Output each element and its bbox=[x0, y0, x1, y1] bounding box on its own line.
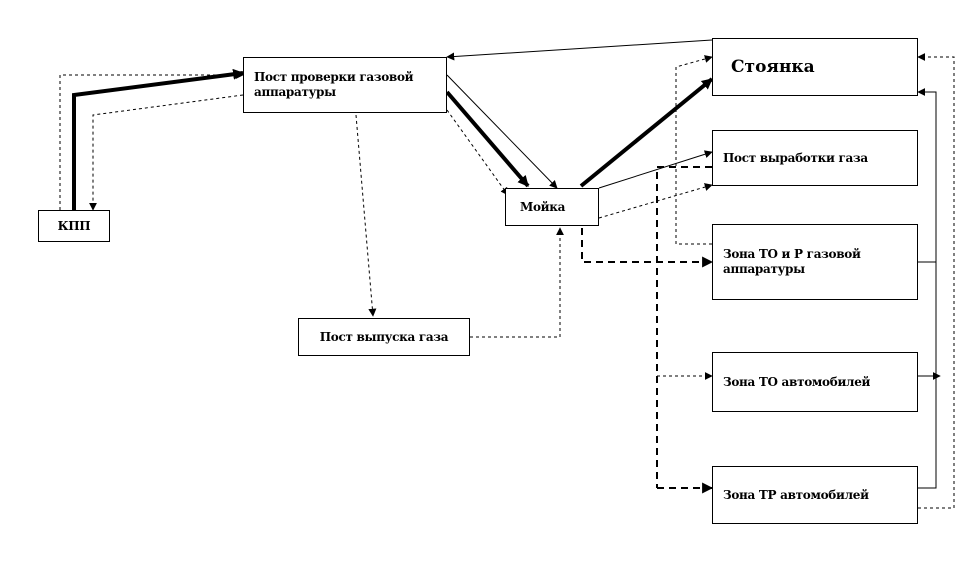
edge-zone-gas-to-parking bbox=[675, 55, 713, 245]
edge-zone-tr-to-parking-dashed bbox=[917, 53, 955, 509]
edge-kpp-to-gas-check-dashed bbox=[59, 71, 244, 210]
node-kpp-label: КПП bbox=[57, 218, 91, 233]
edge-gas-depletion-bus bbox=[656, 166, 712, 488]
edge-washing-to-gas-depletion bbox=[598, 150, 713, 189]
edge-right-bus-solid bbox=[917, 88, 937, 263]
edge-parking-to-gas-check bbox=[446, 39, 713, 61]
node-gas-depletion-label: Пост выработки газа bbox=[723, 150, 868, 165]
node-zone-to-auto: Зона ТО автомобилей bbox=[712, 352, 918, 412]
edge-washing-to-gas-depletion-dashed bbox=[598, 183, 713, 219]
node-parking-label: Стоянка bbox=[731, 56, 815, 77]
node-zone-to-tr-gas: Зона ТО и Р газовой аппаратуры bbox=[712, 224, 918, 300]
edge-gas-check-return-dashed bbox=[89, 94, 244, 211]
edge-washing-to-zone-to-tr-gas bbox=[581, 228, 714, 268]
node-gas-depletion: Пост выработки газа bbox=[712, 130, 918, 186]
node-gas-check-label: Пост проверки газовой аппаратуры bbox=[254, 70, 414, 99]
node-kpp: КПП bbox=[38, 210, 110, 242]
edge-washing-to-parking bbox=[579, 77, 714, 188]
node-gas-release: Пост выпуска газа bbox=[298, 318, 470, 356]
edge-gas-release-to-washing bbox=[470, 227, 564, 338]
node-zone-to-tr-gas-label: Зона ТО и Р газовой аппаратуры bbox=[723, 247, 861, 276]
node-parking: Стоянка bbox=[712, 38, 918, 96]
node-gas-check: Пост проверки газовой аппаратуры bbox=[243, 57, 447, 113]
edge-kpp-to-gas-check bbox=[72, 68, 245, 210]
node-zone-tr-auto-label: Зона ТР автомобилей bbox=[723, 487, 869, 502]
edge-gas-check-to-gas-release bbox=[355, 114, 377, 317]
node-washing: Мойка bbox=[505, 188, 599, 226]
node-gas-release-label: Пост выпуска газа bbox=[319, 329, 449, 344]
edge-gas-check-to-washing-thin bbox=[446, 74, 558, 189]
edge-gas-check-to-washing-thick bbox=[445, 90, 530, 188]
node-zone-tr-auto: Зона ТР автомобилей bbox=[712, 466, 918, 524]
node-zone-to-auto-label: Зона ТО автомобилей bbox=[723, 374, 871, 389]
edge-zone-tr-auto-to-bus bbox=[918, 262, 937, 489]
node-washing-label: Мойка bbox=[520, 199, 566, 214]
